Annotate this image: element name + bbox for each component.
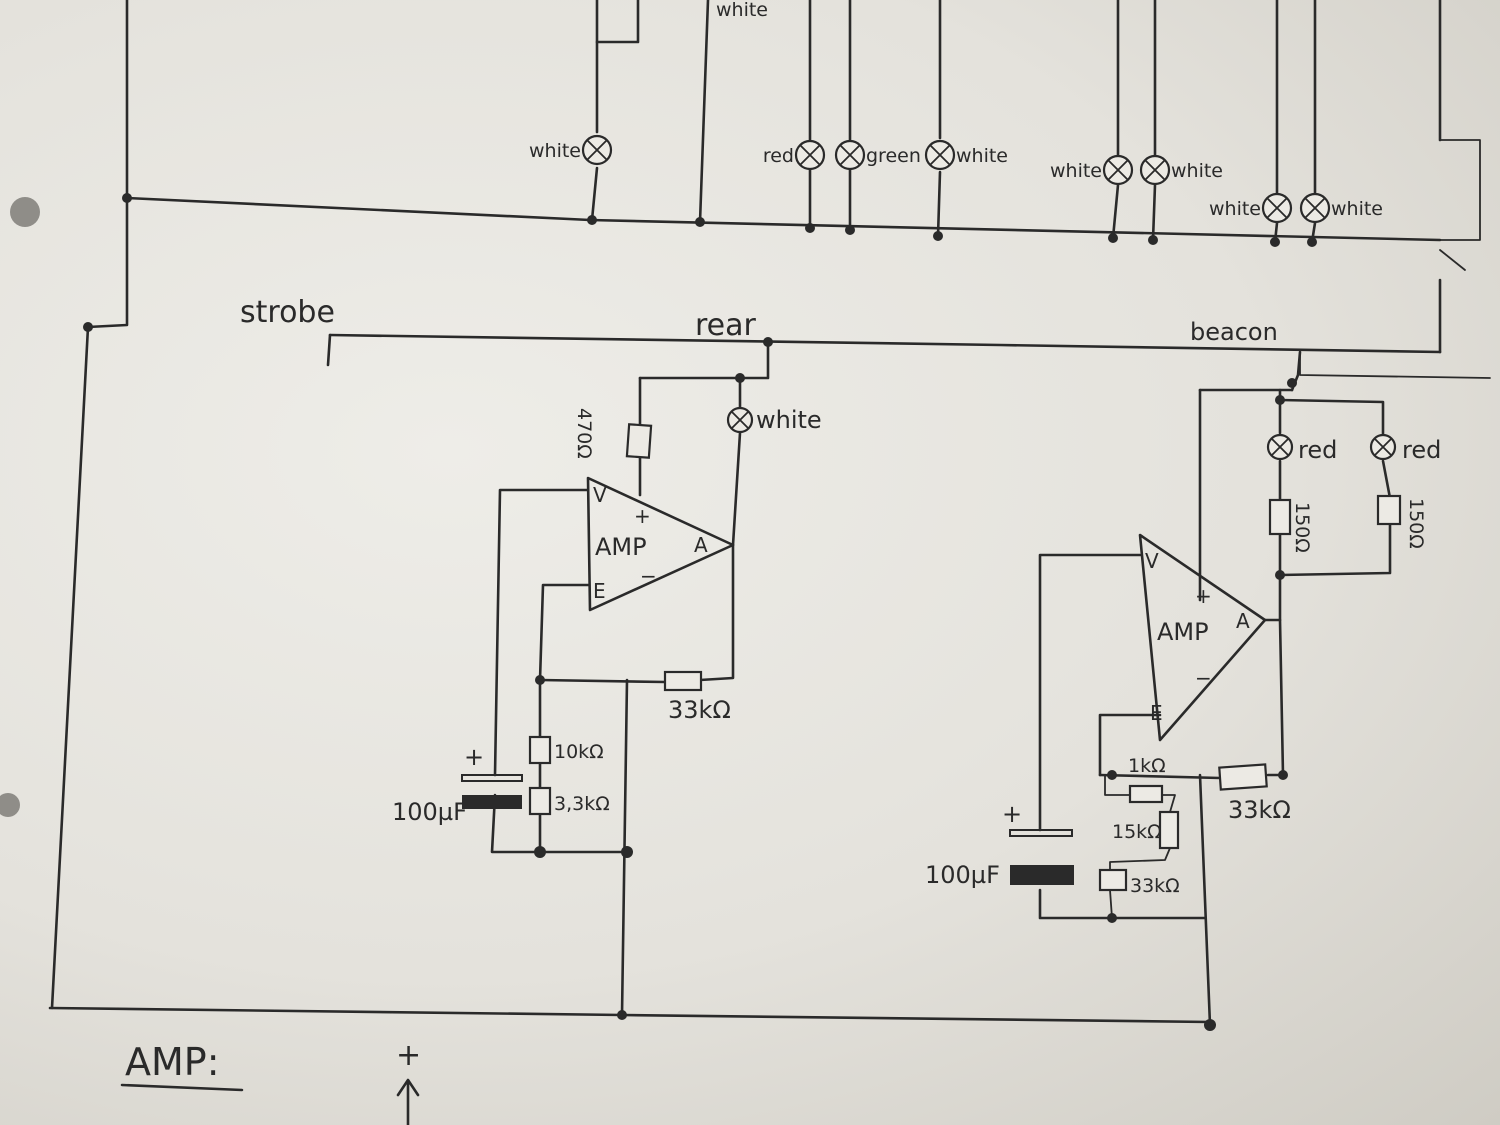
right-r-lamp-2-label: 150Ω [1405,498,1427,549]
legend: AMP: + [120,1038,421,1125]
left-r-top-label: 470Ω [573,408,595,459]
right-r-feedback-label: 33kΩ [1228,796,1291,824]
binder-hole-top [10,197,40,227]
top-partial-white-label: white [716,0,768,21]
left-pin-minus: − [640,564,657,588]
right-r-lamp-1-label: 150Ω [1291,502,1313,553]
top-lamp-4: white [924,139,1008,171]
top-lamp-5: white [1050,154,1134,186]
left-r-feedback [663,670,703,692]
left-r-10k-label: 10kΩ [554,741,604,763]
top-lamp-7: white [1209,192,1293,224]
left-pin-e: E [593,579,606,603]
left-r-top [625,423,653,459]
right-lamp-1 [1266,433,1294,461]
right-r-15k [1158,810,1180,850]
binder-hole-bottom [0,793,20,817]
right-amp-circuit [1038,350,1392,1027]
top-lamp-label: white [956,145,1008,167]
left-amp [586,476,735,612]
left-r-10k [528,735,552,765]
top-lamp-label: white [529,140,581,162]
top-lamps: white red green white white white white white [529,134,1383,224]
left-r-3k3 [528,786,552,816]
right-pin-v: V [1145,549,1159,573]
top-lamp-3: green [834,139,921,171]
right-r-feedback [1218,763,1268,791]
top-lamp-label: green [866,145,921,167]
right-r-lamp-2 [1376,494,1402,526]
left-pin-plus: + [634,504,651,528]
top-lamp-1: white [529,134,613,166]
right-r-33k-low-label: 33kΩ [1130,875,1180,897]
right-cap-plate-bottom [1010,865,1074,885]
left-r-3k3-label: 3,3kΩ [554,793,610,815]
right-r-33k-low [1098,868,1128,892]
right-lamp-1-label: red [1298,436,1337,464]
top-lamp-6: white [1139,154,1223,186]
right-r-1k [1128,784,1164,804]
right-cap-label: 100µF [925,861,1000,889]
right-amp [1138,533,1267,742]
right-pin-a: A [1236,609,1250,633]
strobe-label: strobe [240,295,335,330]
right-amp-label: AMP [1157,618,1209,646]
legend-plus: + [396,1038,421,1073]
top-lamp-2: red [763,139,826,171]
left-pin-v: V [593,483,607,507]
top-lamp-label: white [1331,198,1383,220]
beacon-label: beacon [1190,318,1278,346]
right-r-lamp-1 [1268,498,1292,536]
left-lamp [726,406,754,434]
left-amp-label: AMP [595,533,647,561]
top-lamp-label: white [1209,198,1261,220]
right-lamp-2 [1369,433,1397,461]
right-cap-plate-top [1009,829,1073,837]
top-lamp-label: red [763,145,794,167]
rear-label: rear [695,308,757,343]
ground-rail [48,1006,1212,1024]
top-lamp-label: white [1050,160,1102,182]
left-cap-label: 100µF [392,798,467,826]
left-cap-plate-top [461,774,523,782]
right-r-1k-label: 1kΩ [1128,755,1166,777]
right-pin-e: E [1150,701,1163,725]
left-lamp-label: white [756,406,822,434]
right-lamp-2-label: red [1402,436,1441,464]
left-cap-plate-bottom [462,795,522,809]
right-pin-minus: − [1195,666,1212,690]
legend-title: AMP: [125,1040,220,1084]
right-cap-plus: + [1002,800,1022,828]
left-cap-plus: + [464,743,484,771]
top-lamp-8: white [1299,192,1383,224]
signal-bus [326,333,1491,379]
left-pin-a: A [694,533,708,557]
left-r-feedback-label: 33kΩ [668,696,731,724]
right-r-15k-label: 15kΩ [1112,821,1162,843]
top-wiring [50,0,1481,1010]
top-lamp-label: white [1171,160,1223,182]
right-pin-plus: + [1195,584,1212,608]
